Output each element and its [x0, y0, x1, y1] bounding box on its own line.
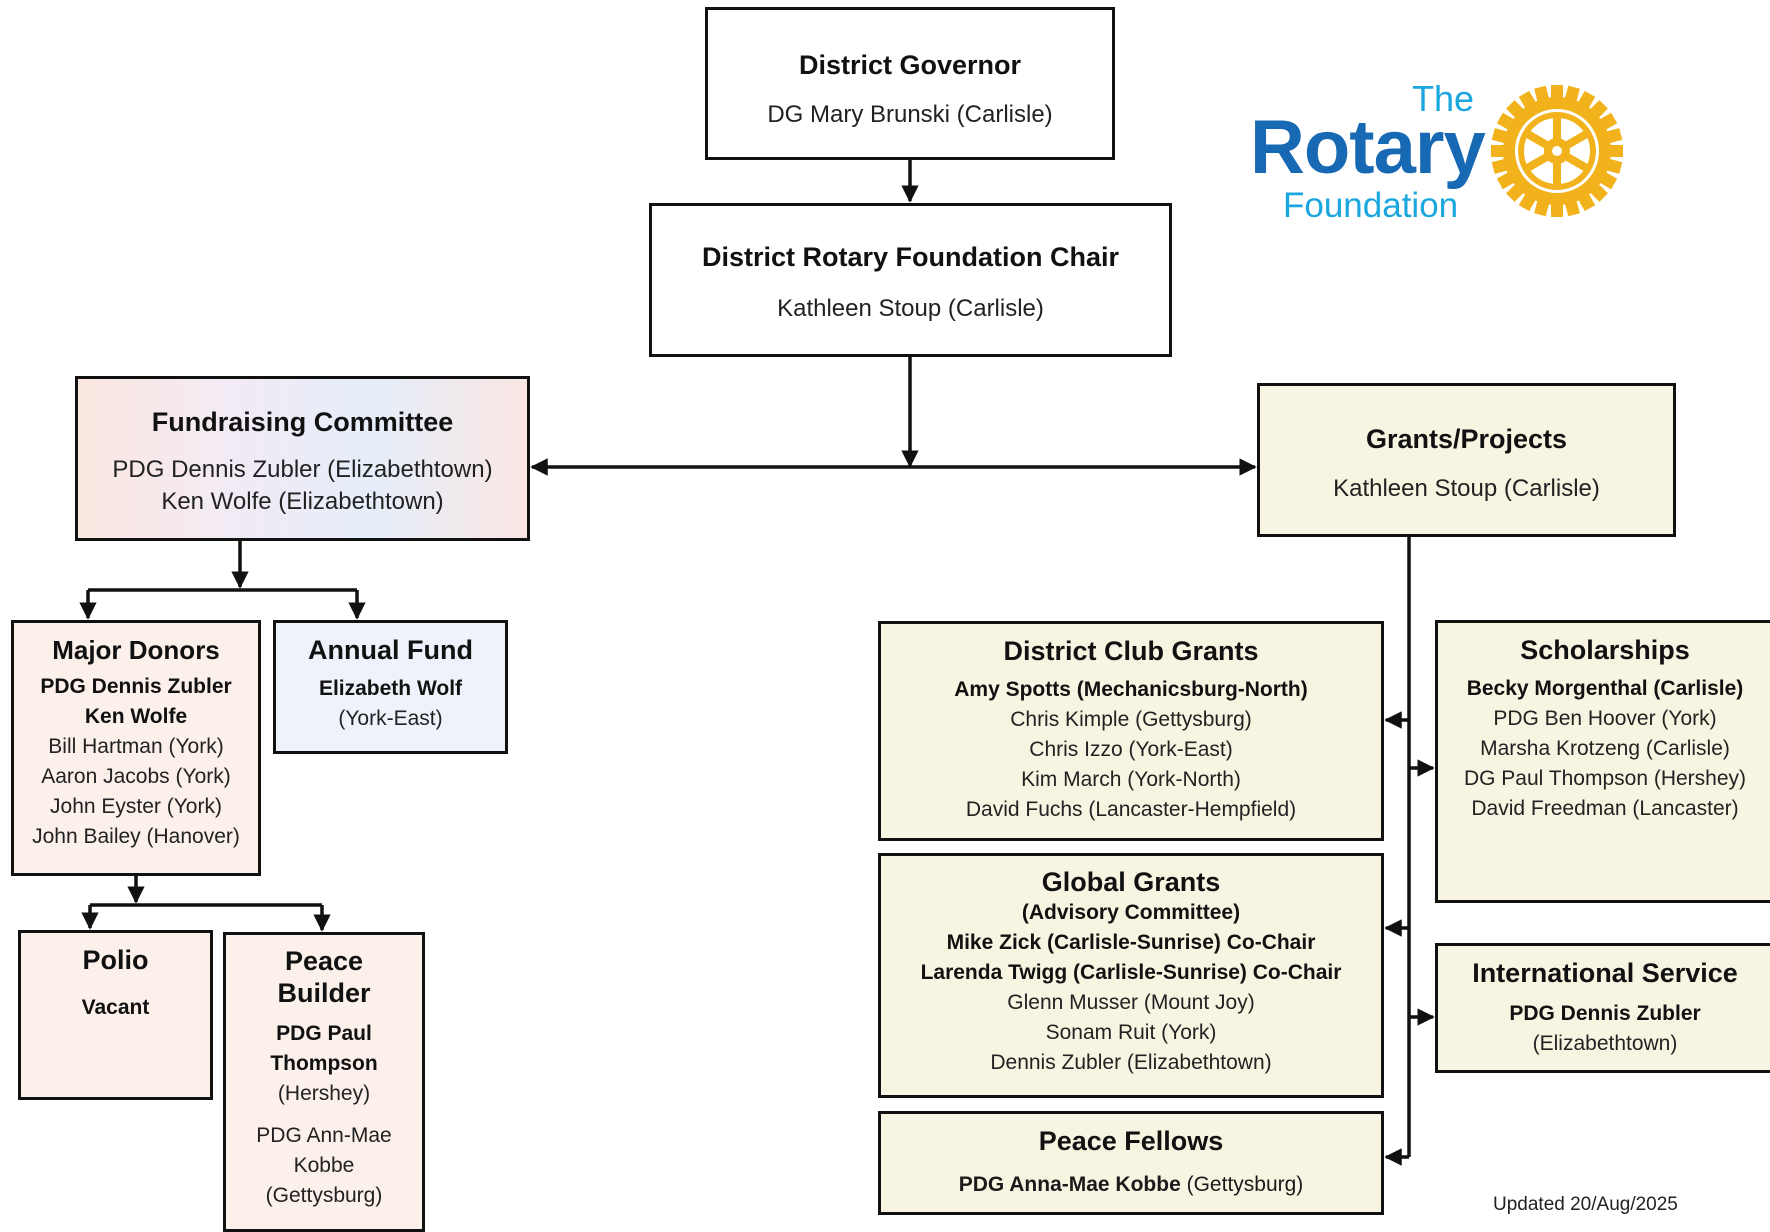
district-club-grants-title: District Club Grants: [1003, 636, 1259, 666]
international-service-box: International Service PDG Dennis Zubler …: [1435, 943, 1770, 1073]
global-grants-member: Sonam Ruit (York): [1045, 1021, 1217, 1044]
fundraising-title: Fundraising Committee: [151, 407, 454, 437]
district-club-grants-member: Chris Izzo (York-East): [1029, 738, 1233, 761]
rotary-wheel-icon: [1491, 85, 1623, 217]
scholarships-member: David Freedman (Lancaster): [1471, 797, 1739, 820]
international-service-lead: PDG Dennis Zubler: [1509, 1002, 1701, 1025]
global-grants-title: Global Grants: [1041, 867, 1221, 897]
peace-builder-lead: Thompson: [270, 1052, 378, 1075]
peace-builder-club: (Hershey): [277, 1082, 371, 1105]
global-grants-member: Glenn Musser (Mount Joy): [1007, 991, 1255, 1014]
scholarships-title: Scholarships: [1520, 635, 1690, 665]
peace-builder-box: Peace Builder PDG Paul Thompson (Hershey…: [223, 932, 425, 1232]
logo-rotary-text: Rotary: [1250, 105, 1486, 190]
logo-the-text: The: [1412, 78, 1475, 119]
global-grants-co-chair: Larenda Twigg (Carlisle-Sunrise) Co-Chai…: [920, 961, 1342, 984]
annual-fund-lead: Elizabeth Wolf: [318, 677, 463, 700]
peace-fellows-title: Peace Fellows: [1038, 1126, 1224, 1156]
peace-fellows-lead: PDG Anna-Mae Kobbe: [958, 1173, 1181, 1196]
international-service-club: (Elizabethtown): [1532, 1032, 1678, 1055]
major-donors-box: Major Donors PDG Dennis Zubler Ken Wolfe…: [11, 620, 261, 876]
fundraising-member: Ken Wolfe (Elizabethtown): [161, 488, 444, 515]
grants-projects-name: Kathleen Stoup (Carlisle): [1333, 475, 1600, 502]
annual-fund-title: Annual Fund: [308, 635, 473, 665]
annual-fund-box: Annual Fund Elizabeth Wolf (York-East): [273, 620, 508, 754]
peace-builder-title: Builder: [277, 978, 371, 1008]
rotary-foundation-logo: The Rotary Foundation: [1250, 78, 1630, 228]
district-club-grants-member: David Fuchs (Lancaster-Hempfield): [965, 798, 1297, 821]
scholarships-lead: Becky Morgenthal (Carlisle): [1466, 677, 1744, 700]
peace-fellows-row: PDG Anna-Mae Kobbe (Gettysburg): [959, 1173, 1304, 1197]
district-governor-box: District Governor DG Mary Brunski (Carli…: [705, 7, 1115, 160]
grants-projects-box: Grants/Projects Kathleen Stoup (Carlisle…: [1257, 383, 1676, 537]
global-grants-co-chair: Mike Zick (Carlisle-Sunrise) Co-Chair: [946, 931, 1316, 954]
grants-projects-title: Grants/Projects: [1365, 424, 1568, 454]
district-club-grants-member: Kim March (York-North): [1021, 768, 1241, 791]
annual-fund-club: (York-East): [338, 707, 443, 730]
peace-builder-member: (Gettysburg): [265, 1184, 383, 1207]
foundation-chair-box: District Rotary Foundation Chair Kathlee…: [649, 203, 1172, 357]
major-donors-member: Bill Hartman (York): [48, 735, 224, 758]
scholarships-member: Marsha Krotzeng (Carlisle): [1480, 737, 1730, 760]
polio-lead: Vacant: [81, 996, 150, 1019]
major-donors-member: John Eyster (York): [50, 795, 222, 818]
logo-foundation-text: Foundation: [1283, 186, 1459, 225]
global-grants-member: Dennis Zubler (Elizabethtown): [990, 1051, 1272, 1074]
district-club-grants-member: Chris Kimple (Gettysburg): [1010, 708, 1252, 731]
major-donors-member: Aaron Jacobs (York): [41, 765, 231, 788]
peace-builder-member: PDG Ann-Mae: [256, 1124, 392, 1147]
foundation-chair-name: Kathleen Stoup (Carlisle): [777, 295, 1044, 322]
global-grants-box: Global Grants (Advisory Committee) Mike …: [878, 853, 1384, 1098]
fundraising-member: PDG Dennis Zubler (Elizabethtown): [112, 456, 493, 483]
fundraising-committee-box: Fundraising Committee PDG Dennis Zubler …: [75, 376, 530, 541]
peace-builder-title: Peace: [284, 946, 364, 976]
scholarships-member: DG Paul Thompson (Hershey): [1463, 767, 1747, 790]
major-donors-lead: Ken Wolfe: [84, 705, 188, 728]
major-donors-lead: PDG Dennis Zubler: [40, 675, 232, 698]
peace-fellows-club: (Gettysburg): [1180, 1173, 1304, 1196]
district-club-grants-lead: Amy Spotts (Mechanicsburg-North): [954, 678, 1308, 701]
peace-fellows-box: Peace Fellows PDG Anna-Mae Kobbe (Gettys…: [878, 1111, 1384, 1215]
scholarships-member: PDG Ben Hoover (York): [1493, 707, 1717, 730]
scholarships-box: Scholarships Becky Morgenthal (Carlisle)…: [1435, 620, 1770, 903]
district-club-grants-box: District Club Grants Amy Spotts (Mechani…: [878, 621, 1384, 841]
peace-builder-lead: PDG Paul: [276, 1022, 372, 1045]
district-governor-title: District Governor: [798, 50, 1022, 80]
polio-title: Polio: [82, 945, 149, 975]
global-grants-subtitle: (Advisory Committee): [1021, 901, 1241, 924]
district-governor-name: DG Mary Brunski (Carlisle): [767, 101, 1053, 128]
major-donors-member: John Bailey (Hanover): [32, 825, 240, 848]
peace-builder-member: Kobbe: [293, 1154, 355, 1177]
international-service-title: International Service: [1472, 958, 1738, 988]
polio-box: Polio Vacant: [18, 930, 213, 1100]
major-donors-title: Major Donors: [52, 635, 220, 665]
foundation-chair-title: District Rotary Foundation Chair: [701, 242, 1120, 272]
updated-date: Updated 20/Aug/2025: [1493, 1194, 1678, 1215]
